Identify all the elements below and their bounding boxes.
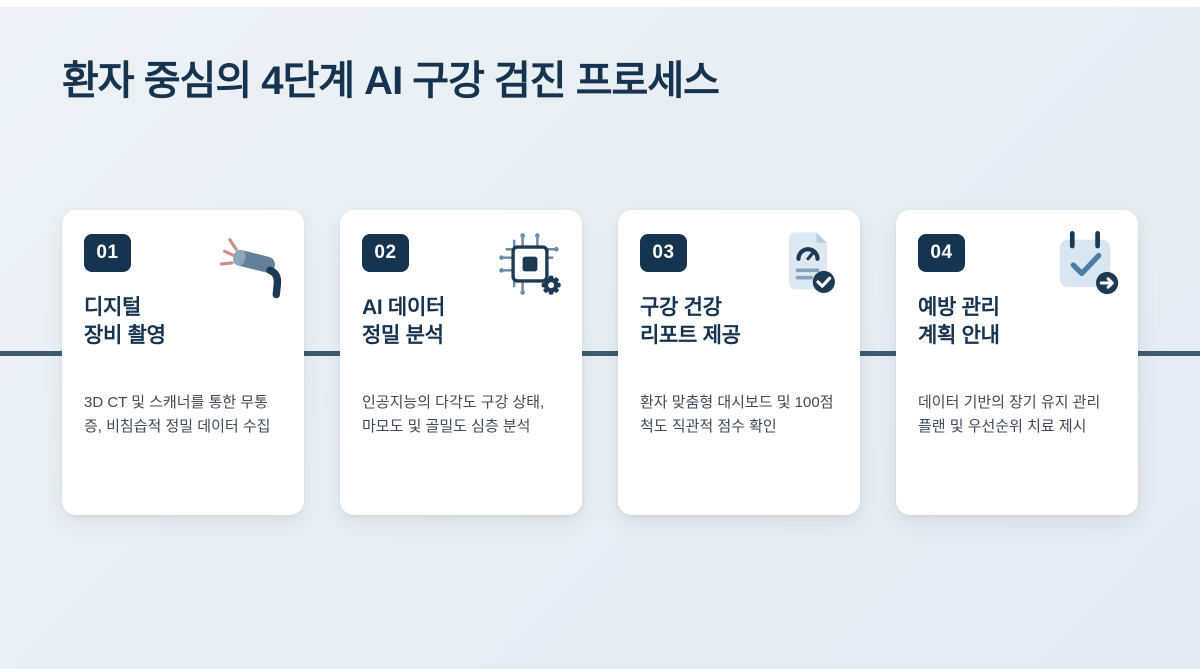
step-description: 데이터 기반의 장기 유지 관리 플랜 및 우선순위 치료 제시	[918, 394, 1101, 436]
process-steps: 01 디지털 장비 촬영 3D CT 및 스캐너를 통한 무통증, 비침습적 정…	[62, 210, 1138, 515]
process-timeline	[0, 351, 1200, 356]
step-number-badge: 02	[362, 234, 409, 272]
step-number-badge: 04	[918, 234, 965, 272]
step-description: 3D CT 및 스캐너를 통한 무통증, 비침습적 정밀 데이터 수집	[84, 394, 271, 436]
page-title: 환자 중심의 4단계 AI 구강 검진 프로세스	[62, 59, 720, 103]
step-description: 환자 맞춤형 대시보드 및 100점 척도 직관적 점수 확인	[640, 394, 834, 436]
top-strip	[0, 0, 1200, 7]
intraoral-scanner-icon	[214, 226, 290, 302]
step-title: 구강 건강 리포트 제공	[640, 296, 741, 347]
calendar-check-arrow-icon	[1048, 226, 1124, 302]
step-card-2: 02	[340, 210, 582, 515]
step-card-4: 04 예방 관리 계획 안내 데이터 기반의 장기 유지 관리 플랜 및 우선순…	[896, 210, 1138, 515]
step-card-3: 03 구강 건강 리포트 제공 환자 맞춤형 대시보드 및 100점 척도 직관…	[618, 210, 860, 515]
step-number-badge: 01	[84, 234, 131, 272]
report-gauge-check-icon	[770, 226, 846, 302]
ai-chip-gear-icon	[492, 226, 568, 302]
step-title: 디지털 장비 촬영	[84, 296, 166, 347]
step-card-1: 01 디지털 장비 촬영 3D CT 및 스캐너를 통한 무통증, 비침습적 정…	[62, 210, 304, 515]
step-number-badge: 03	[640, 234, 687, 272]
step-title: AI 데이터 정밀 분석	[362, 296, 445, 347]
step-title: 예방 관리 계획 안내	[918, 296, 1000, 347]
step-description: 인공지능의 다각도 구강 상태, 마모도 및 골밀도 심층 분석	[362, 394, 545, 436]
